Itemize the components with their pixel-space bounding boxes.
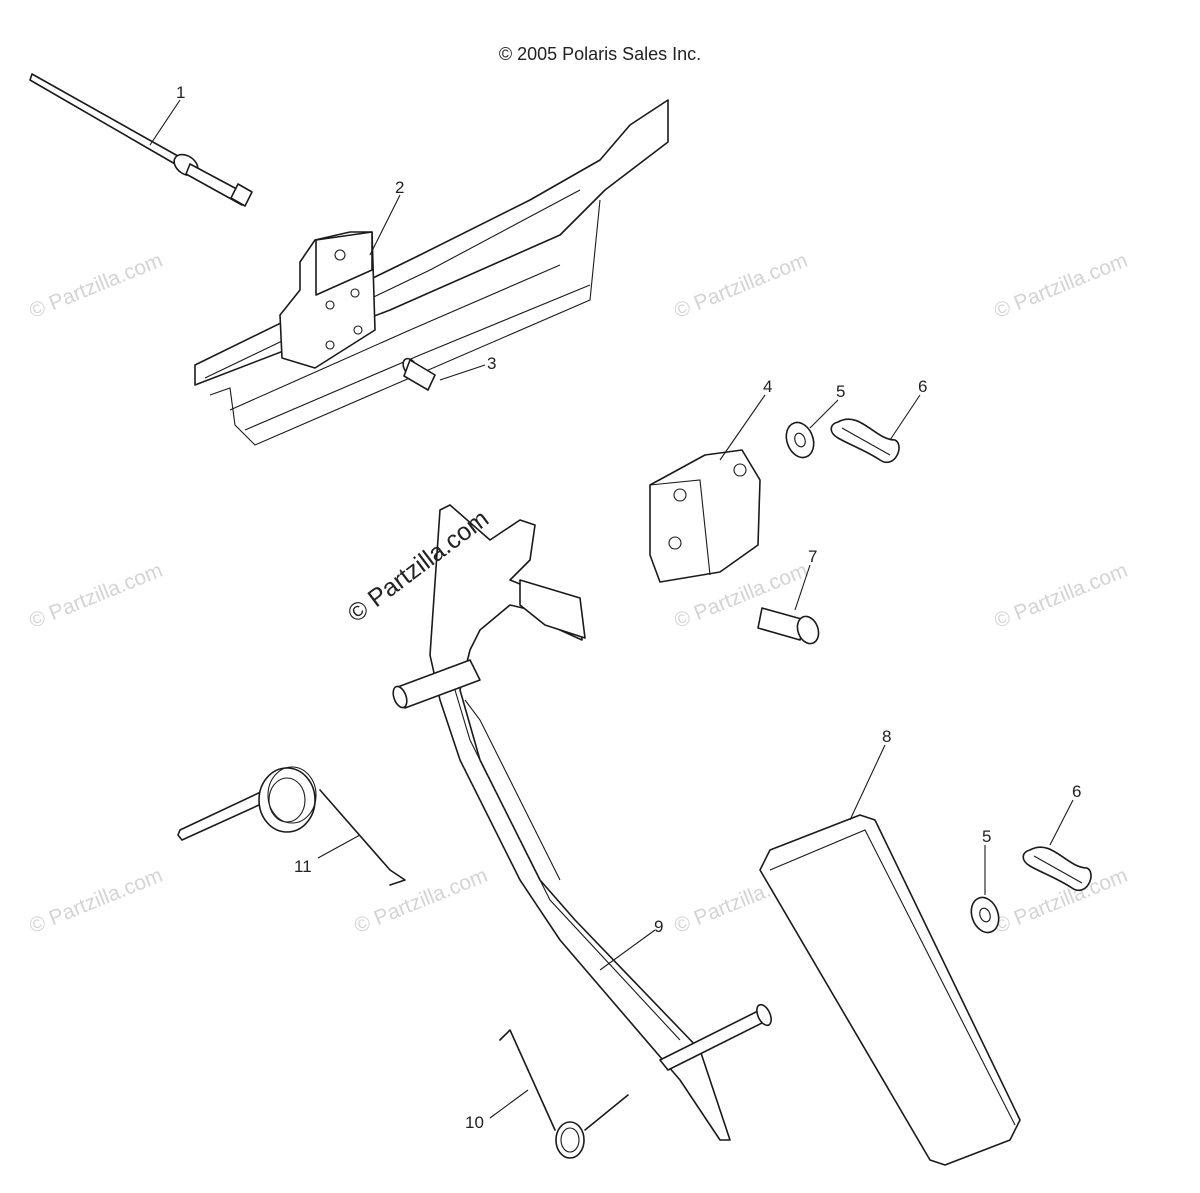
callout-6-lower: 6 xyxy=(1072,782,1081,801)
part-11-spring xyxy=(177,766,406,886)
part-6-clip xyxy=(830,418,900,464)
callout-4: 4 xyxy=(763,377,772,396)
part-4-switch-block xyxy=(649,449,761,583)
callout-1: 1 xyxy=(176,83,185,102)
part-6-clip-lower xyxy=(1022,846,1092,892)
part-9-brake-pedal xyxy=(392,504,772,1141)
part-7-bolt xyxy=(757,607,820,645)
copyright-notice: © 2005 Polaris Sales Inc. xyxy=(498,44,702,64)
callout-3: 3 xyxy=(487,354,496,373)
callout-8: 8 xyxy=(882,727,891,746)
callout-9: 9 xyxy=(654,917,663,936)
part-1-cable xyxy=(29,73,253,207)
part-3-bolt xyxy=(402,357,436,391)
callout-5-lower: 5 xyxy=(982,827,991,846)
part-5-washer-lower xyxy=(970,896,1000,934)
callout-6: 6 xyxy=(918,377,927,396)
callout-5: 5 xyxy=(836,382,845,401)
callout-11: 11 xyxy=(294,857,312,876)
callout-2: 2 xyxy=(395,178,404,197)
part-5-washer xyxy=(785,421,815,459)
callout-10: 10 xyxy=(465,1113,484,1132)
callout-7: 7 xyxy=(808,547,817,566)
leader-lines xyxy=(149,99,1074,1119)
part-8-foot-pad xyxy=(759,814,1021,1166)
part-10-spring xyxy=(499,1029,629,1159)
part-2-frame-bracket xyxy=(194,99,669,446)
